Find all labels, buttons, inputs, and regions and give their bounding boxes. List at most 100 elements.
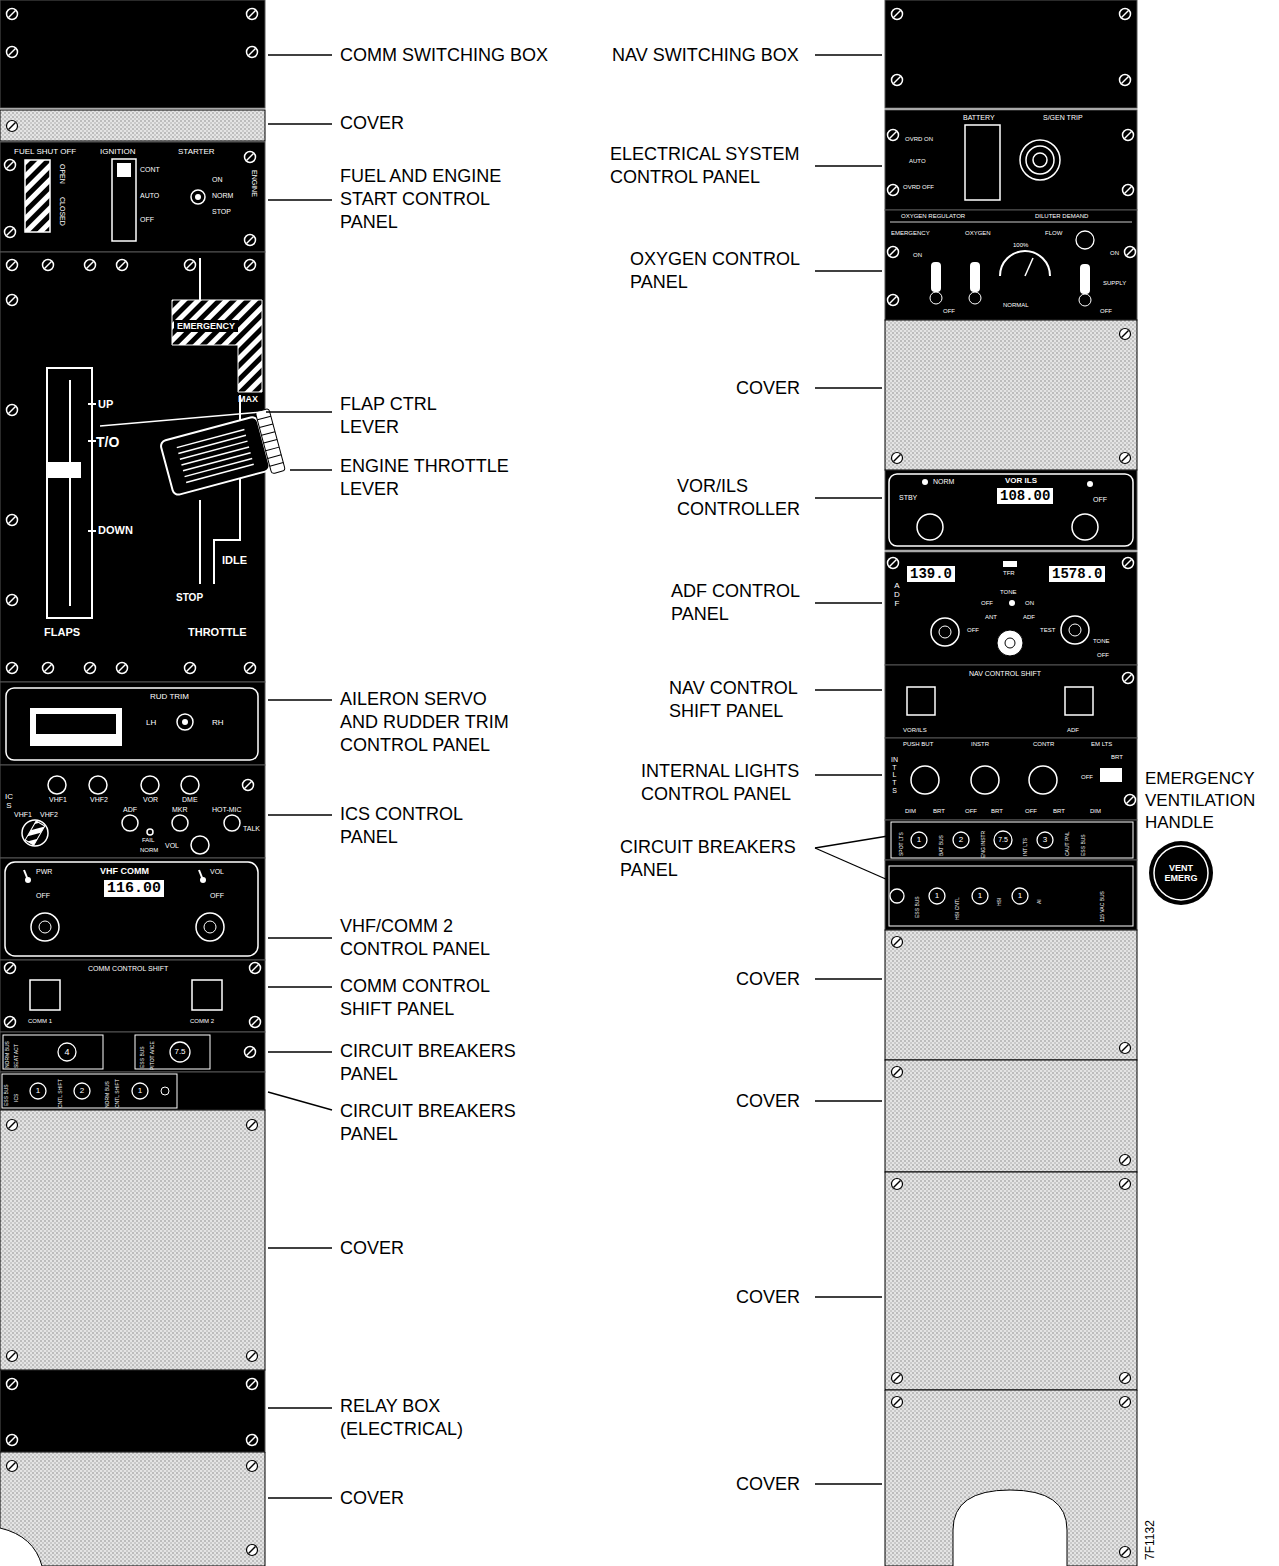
panel-marking: ADF [1023, 614, 1035, 621]
panel-marking: S/GEN TRIP [1043, 114, 1083, 122]
panel-marking: TALK [243, 825, 260, 833]
callout-label: FLAP CTRL LEVER [340, 393, 490, 439]
panel-marking: FLOW [1045, 230, 1062, 237]
panel-marking: STARTER [178, 147, 215, 156]
callout-label: ENGINE THROTTLE LEVER [340, 455, 540, 501]
panel-marking: AUTO [140, 192, 159, 200]
panel-marking: CLOSED [58, 197, 66, 226]
panel-marking: OFF [210, 892, 224, 900]
panel-marking: AUTO [909, 158, 926, 165]
panel-marking: SPOT LTS [899, 832, 905, 856]
panel-marking: UP [98, 398, 113, 411]
panel-marking: ICS [14, 1094, 20, 1102]
callout-label: FUEL AND ENGINE START CONTROL PANEL [340, 165, 525, 234]
panel-marking: VHF COMM [100, 866, 149, 876]
panel-marking: 1 [917, 835, 921, 844]
panel-marking: OFF [967, 627, 979, 634]
callout-label: VHF/COMM 2 CONTROL PANEL [340, 915, 525, 961]
panel-marking: 116.00 [104, 880, 164, 897]
callout-label: COVER [736, 1473, 816, 1496]
panel-marking: 1578.0 [1049, 566, 1105, 582]
panel-marking: OFF [1025, 808, 1037, 815]
panel-marking: HOT-MIC [212, 806, 242, 814]
electrical-panel: BATTERYS/GEN TRIPOVRD ONAUTOOVRD OFF [885, 110, 1137, 210]
panel-marking: CONTR [1033, 741, 1054, 748]
panel-marking: VOL [210, 868, 224, 876]
callout-label: CIRCUIT BREAKERS PANEL [620, 836, 820, 882]
panel-marking: NORM [140, 847, 158, 854]
panel-marking: PITOT A/ICE [150, 1041, 156, 1070]
panel-marking: LH [146, 718, 156, 727]
panel-marking: INT LTS [1023, 838, 1029, 856]
circuit-breaker-panel: ESS BUSICS1CNTL SHIFT2NORM BUSCNTL SHIFT… [0, 1072, 265, 1110]
circuit-breaker-panel: ESS BUS1HSI CNTL1HSI1AI115 VAC BUS [885, 860, 1137, 930]
panel-marking: BRT [1053, 808, 1065, 815]
panel-marking: ESS BUS [1081, 834, 1087, 856]
panel-marking: BATTERY [963, 114, 995, 122]
panel-marking: 1 [978, 891, 982, 900]
fuel-start-panel: FUEL SHUT OFFOPENCLOSEDIGNITIONCONTAUTOO… [0, 142, 265, 252]
panel-marking: VHF2 [90, 796, 108, 804]
panel-marking: VOR ILS [1005, 476, 1037, 485]
panel-marking: RH [212, 718, 224, 727]
panel-marking: OVRD ON [905, 136, 933, 143]
panel-marking: ESS BUS [915, 896, 921, 918]
circuit-breaker-panel: SPOT LTS1BAT BUS2ENG INSTR7.5INT LTS3CAU… [885, 820, 1137, 860]
panel-marking: 1 [935, 891, 939, 900]
panel-marking: ANT [985, 614, 997, 621]
panel-marking: INSTR [971, 741, 989, 748]
panel-marking: OFF [1081, 774, 1093, 781]
callout-label: VOR/ILS CONTROLLER [677, 475, 817, 521]
panel-marking: ESS BUS [140, 1046, 146, 1068]
panel-marking: 139.0 [907, 566, 955, 582]
callout-label: COVER [736, 1286, 816, 1309]
panel-marking: IGNITION [100, 147, 136, 156]
panel-marking: COMM 2 [190, 1018, 214, 1025]
panel-marking: PWR [36, 868, 52, 876]
panel-marking: VHF1 [14, 811, 32, 819]
panel-marking: 1 [36, 1086, 40, 1095]
panel-marking: OXYGEN [965, 230, 991, 237]
panel-marking: OFF [140, 216, 154, 224]
panel-marking: ESS BUS [4, 1084, 10, 1106]
panel-marking: EMERGENCY [174, 320, 238, 332]
panel-marking: TEST [1040, 627, 1055, 634]
panel-marking: 100% [1013, 242, 1028, 249]
panel-marking: ENGINE [250, 170, 258, 197]
panel-marking: FUEL SHUT OFF [14, 147, 76, 156]
panel-marking: TONE [1000, 589, 1017, 596]
panel-marking: NORM [212, 192, 233, 200]
panel-marking: FAIL [142, 837, 154, 844]
callout-label: COVER [736, 968, 816, 991]
panel-marking: 2 [80, 1086, 84, 1095]
panel-marking: VHF2 [40, 811, 58, 819]
callout-label: RELAY BOX (ELECTRICAL) [340, 1395, 530, 1441]
panel-marking: NAV CONTROL SHIFT [969, 670, 1041, 678]
callout-label: COVER [340, 1237, 460, 1260]
panel-marking: HSI CNTL [955, 897, 961, 920]
callout-label: CIRCUIT BREAKERS PANEL [340, 1040, 540, 1086]
panel-marking: VOL [165, 842, 179, 850]
vhf-comm-panel: PWROFFVHF COMM116.00VOLOFF [0, 858, 265, 960]
panel-marking: VOR/ILS [903, 727, 927, 734]
panel-marking: MAX [238, 394, 258, 404]
panel-marking: BRT [933, 808, 945, 815]
panel-marking: 108.00 [997, 488, 1053, 504]
panel-marking: OXYGEN REGULATOR [901, 213, 965, 220]
panel-marking: STOP [176, 592, 203, 604]
panel-marking: INT LTS [891, 756, 898, 794]
panel-marking: ON [212, 176, 223, 184]
callout-label: OXYGEN CONTROL PANEL [630, 248, 815, 294]
panel-marking: NORM [933, 478, 954, 486]
panel-marking: 7.5 [174, 1047, 185, 1056]
panel-marking: AI [1037, 899, 1043, 904]
panel-marking: OFF [1100, 308, 1112, 315]
panel-marking: DME [182, 796, 198, 804]
panel-marking: BRT [1111, 754, 1123, 761]
callout-label: COVER [340, 1487, 460, 1510]
callout-label: COMM SWITCHING BOX [340, 44, 580, 67]
panel-marking: BAT BUS [939, 835, 945, 856]
callout-label: 7F1132 [1143, 1480, 1158, 1560]
panel-marking: 7.5 [998, 836, 1008, 844]
panel-marking: EM LTS [1091, 741, 1112, 748]
